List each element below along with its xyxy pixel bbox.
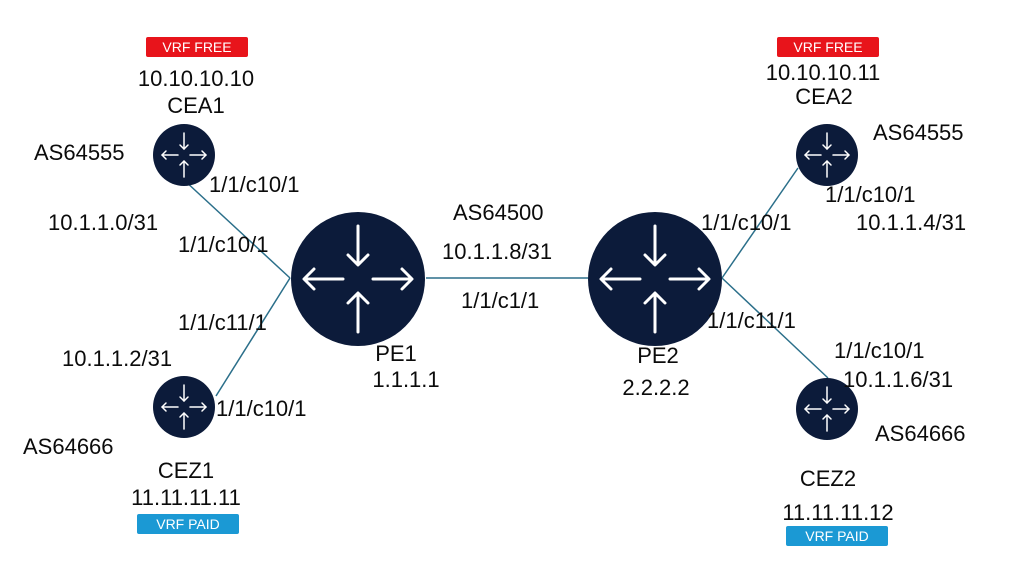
pe1-port-cea1: 1/1/c10/1: [178, 232, 269, 257]
pe1-port-cez1: 1/1/c11/1: [178, 310, 267, 335]
cez2-name: CEZ2: [799, 466, 857, 491]
cez1-port: 1/1/c10/1: [216, 396, 307, 421]
router-cea1-icon: [153, 124, 215, 186]
router-cez2-icon: [796, 378, 858, 440]
cez1-pe1-subnet: 10.1.1.2/31: [62, 346, 173, 371]
cez1-loopback: 11.11.11.11: [131, 485, 241, 510]
pe1-loopback: 1.1.1.1: [372, 367, 440, 392]
cea2-as: AS64555: [873, 120, 964, 145]
cea1-port: 1/1/c10/1: [209, 172, 300, 197]
cez1-as: AS64666: [23, 434, 114, 459]
vrf-badge-cea1: VRF FREE: [146, 37, 248, 57]
router-cea2-icon: [796, 124, 858, 186]
link-cea2-pe2: [721, 167, 799, 279]
pe1-pe2-subnet: 10.1.1.8/31: [442, 239, 553, 264]
link-cea1-pe1: [183, 179, 291, 279]
cea2-pe2-subnet: 10.1.1.4/31: [856, 210, 967, 235]
pe1-name: PE1: [375, 341, 417, 366]
cea2-port: 1/1/c10/1: [825, 182, 916, 207]
cea2-loopback: 10.10.10.11: [765, 60, 881, 85]
pe2-loopback: 2.2.2.2: [622, 375, 690, 400]
cea1-as: AS64555: [34, 140, 125, 165]
core-as: AS64500: [453, 200, 544, 225]
cea1-name: CEA1: [167, 93, 225, 118]
link-cez2-pe2: [721, 277, 829, 379]
link-cez1-pe1: [215, 277, 291, 397]
cea1-pe1-subnet: 10.1.1.0/31: [48, 210, 159, 235]
cez2-port: 1/1/c10/1: [834, 338, 925, 363]
router-cez1-icon: [153, 376, 215, 438]
pe2-port-cez2: 1/1/c11/1: [707, 308, 796, 333]
cea1-loopback: 10.10.10.10: [137, 66, 255, 91]
vrf-badge-cez2: VRF PAID: [786, 526, 888, 546]
vrf-badge-cez1: VRF PAID: [137, 514, 239, 534]
cez2-pe2-subnet: 10.1.1.6/31: [843, 367, 954, 392]
cez1-name: CEZ1: [157, 458, 215, 483]
pe2-port-cea2: 1/1/c10/1: [701, 210, 792, 235]
cez2-loopback: 11.11.11.12: [782, 500, 894, 525]
router-pe1-icon: [291, 212, 425, 346]
cea2-name: CEA2: [795, 84, 853, 109]
router-pe2-icon: [588, 212, 722, 346]
pe2-name: PE2: [637, 343, 679, 368]
cez2-as: AS64666: [875, 421, 966, 446]
vrf-badge-cea2: VRF FREE: [777, 37, 879, 57]
pe1-pe2-port: 1/1/c1/1: [461, 288, 540, 313]
